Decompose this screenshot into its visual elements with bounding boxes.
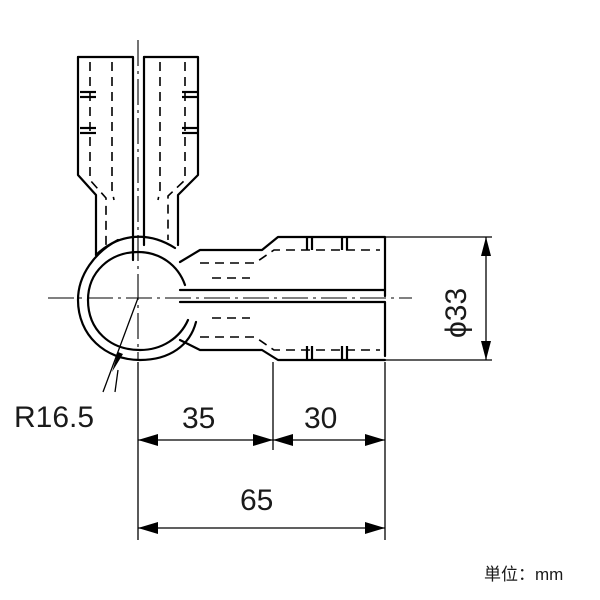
dim-35-label: 35 bbox=[182, 402, 215, 435]
dim-30-label: 30 bbox=[304, 402, 337, 435]
unit-label: 単位：mm bbox=[484, 565, 563, 584]
center-lines bbox=[48, 40, 412, 360]
radius-label: R16.5 bbox=[14, 401, 94, 434]
length-dimensions bbox=[137, 362, 386, 540]
radius-leader bbox=[102, 297, 139, 393]
vertical-arm bbox=[76, 55, 200, 262]
diameter-label: ϕ33 bbox=[440, 288, 473, 338]
diameter-dimension bbox=[386, 236, 492, 361]
dim-65-label: 65 bbox=[240, 484, 273, 517]
horizontal-arm bbox=[178, 235, 387, 362]
